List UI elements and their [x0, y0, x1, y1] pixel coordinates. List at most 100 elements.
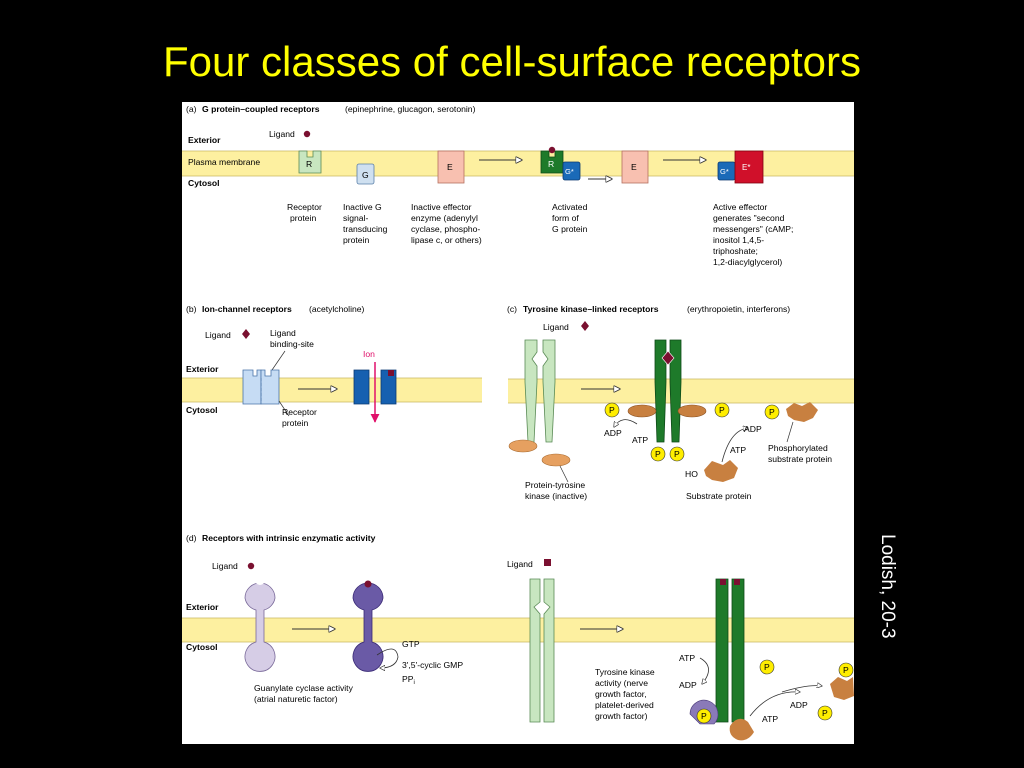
receptor-diagram: (a) G protein–coupled receptors (epineph… — [182, 104, 854, 741]
guanylate-caption: Guanylate cyclase activity (atrial natur… — [254, 683, 355, 704]
substrate-protein — [704, 460, 738, 482]
receptor-protein-label-b: Receptor protein — [282, 407, 319, 428]
phosphate-2 — [714, 402, 730, 418]
gtp-label: GTP — [402, 639, 420, 649]
effector-active — [734, 150, 764, 184]
effector-e-letter-2: E — [631, 162, 637, 172]
phosphate-d2-label: P — [843, 665, 849, 675]
panel-a-title: G protein–coupled receptors — [202, 104, 320, 114]
panel-b-subtitle: (acetylcholine) — [309, 304, 365, 314]
panel-a-cytosol-label: Cytosol — [188, 178, 220, 188]
panel-d-ligand-right-label: Ligand — [507, 559, 533, 569]
caption-active-effector: Active effector generates "second messen… — [713, 202, 796, 267]
phosphate-d2 — [838, 662, 854, 678]
phosphate-d1 — [759, 659, 775, 675]
ppi-label: PPi — [402, 674, 415, 686]
gpcr-receptor-inactive — [298, 150, 322, 174]
g-protein-active — [562, 161, 581, 181]
citation-credit: Lodish, 20-3 — [872, 534, 908, 660]
panel-d-ligand-label: Ligand — [212, 561, 238, 571]
adp-label-c1: ADP — [604, 428, 622, 438]
ion-channel-closed-left — [242, 369, 262, 405]
effector-inactive-2 — [621, 150, 649, 184]
atp-label-c1: ATP — [632, 435, 648, 445]
ligand-diamond-c — [581, 321, 589, 331]
rtk-inactive-right — [543, 578, 555, 723]
ligand-dot — [303, 130, 311, 138]
panel-a-exterior-label: Exterior — [188, 135, 221, 145]
phosphate-5-label: P — [769, 407, 775, 417]
panel-c-title: Tyrosine kinase–linked receptors — [523, 304, 659, 314]
panel-a-subtitle: (epinephrine, glucagon, serotonin) — [345, 104, 476, 114]
panel-a: (a) G protein–coupled receptors (epineph… — [182, 104, 854, 267]
phosphate-3 — [650, 446, 666, 462]
substrate-arrow-d — [749, 692, 800, 717]
bound-ligand — [548, 146, 556, 154]
caption-inactive-g: Inactive G signal- transducing protein — [343, 202, 390, 245]
phospho-substrate — [786, 402, 818, 422]
panel-b-cytosol-label: Cytosol — [186, 405, 218, 415]
panel-b-letter: (b) — [186, 304, 197, 314]
panel-b-membrane — [182, 378, 482, 402]
phosphate-3-label: P — [655, 449, 661, 459]
phosphate-d4-label: P — [701, 711, 707, 721]
atp-adp-arrow-c1 — [614, 419, 638, 427]
tyrosine-kinase-caption: Tyrosine kinase activity (nerve growth f… — [595, 667, 657, 721]
panel-d-title: Receptors with intrinsic enzymatic activ… — [202, 533, 376, 543]
adp-label-d2: ADP — [790, 700, 808, 710]
ligand-binding-site-label: Ligand binding-site — [270, 328, 314, 349]
gtp-arrow — [376, 648, 399, 668]
receptor-r-letter: R — [306, 159, 312, 169]
cgmp-label: 3',5'-cyclic GMP — [402, 660, 463, 670]
kinase-bound-left — [627, 404, 657, 418]
phosphate-d3-label: P — [822, 708, 828, 718]
panel-d-exterior-label: Exterior — [186, 602, 219, 612]
rtk-active-right — [731, 578, 745, 723]
slide-title: Four classes of cell-surface receptors — [163, 38, 861, 85]
panel-b: (b) Ion-channel receptors (acetylcholine… — [182, 304, 482, 428]
atp-label-d1: ATP — [679, 653, 695, 663]
ion-label: Ion — [363, 349, 375, 359]
effector-inactive — [437, 150, 465, 184]
panel-c-ligand-label: Ligand — [543, 322, 569, 332]
tk-receptor-inactive-right — [542, 339, 556, 443]
citation-text: Lodish, 20-3 — [877, 534, 898, 639]
substrate-d-phospho — [830, 677, 854, 700]
ligand-square — [544, 559, 551, 566]
bound-ligand-rtk-2 — [734, 579, 740, 585]
caption-activated-g: Activated form of G protein — [552, 202, 590, 234]
panel-b-title: Ion-channel receptors — [202, 304, 292, 314]
phosphate-d4 — [696, 708, 712, 724]
adp-label-c2: ADP — [744, 424, 762, 434]
g-protein-letter: G — [362, 170, 369, 180]
panel-b-exterior-label: Exterior — [186, 364, 219, 374]
panel-b-ligand-label: Ligand — [205, 330, 231, 340]
phosphate-d1-label: P — [764, 662, 770, 672]
panel-d: (d) Receptors with intrinsic enzymatic a… — [182, 533, 854, 741]
ligand-dot-d — [247, 562, 255, 570]
atp-label-d2: ATP — [762, 714, 778, 724]
phosphate-d3 — [817, 705, 833, 721]
bound-ligand-b — [388, 370, 394, 376]
atp-arrow-d1 — [699, 657, 709, 684]
adp-label-d1: ADP — [679, 680, 697, 690]
e-star-label: E* — [742, 163, 750, 172]
guanylate-receptor-inactive — [244, 582, 276, 672]
panel-a-membrane-label: Plasma membrane — [188, 157, 260, 167]
guanylate-receptor-active — [352, 582, 384, 672]
phosphate-2-label: P — [719, 405, 725, 415]
phosphate-4-label: P — [674, 449, 680, 459]
g-star-label: G* — [565, 167, 574, 176]
kinase-inactive-2 — [541, 453, 571, 467]
ion-channel-closed-right — [260, 369, 280, 405]
phosphate-5 — [764, 404, 780, 420]
g-star-label-2: G* — [720, 167, 729, 176]
substrate-d — [729, 718, 754, 741]
caption-inactive-effector: Inactive effector enzyme (adenylyl cycla… — [411, 202, 483, 245]
panel-c-subtitle: (erythropoietin, interferons) — [687, 304, 790, 314]
bound-ligand-d — [364, 580, 372, 588]
kinase-bound-right — [677, 404, 707, 418]
tk-receptor-active-right — [669, 339, 682, 443]
bound-ligand-c — [661, 350, 675, 366]
panel-a-ligand-label: Ligand — [269, 129, 295, 139]
